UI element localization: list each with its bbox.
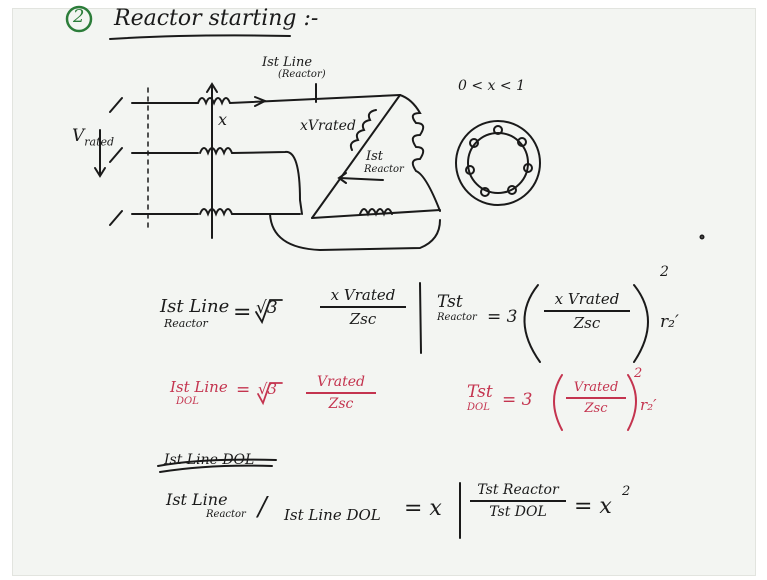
ist-note: Reactor [364,164,404,175]
eq2-fraction: x Vrated Zsc [544,290,630,332]
line-arrow [254,96,268,107]
reactor-coil-1 [197,97,231,106]
eq3-lhs-sub: DOL [176,396,199,407]
eq1-lhs-sub: Reactor [164,317,208,330]
eq4-den: Zsc [584,401,608,416]
eq4-exponent: 2 [634,366,643,381]
eq3-lhs-main: Ist Line [170,378,228,396]
eq1-equals: = [233,300,252,325]
rotor-slot [507,185,517,195]
eq1-num: x Vrated [330,286,396,304]
x-label: x [218,110,228,129]
x-vrated-label: xVrated [300,118,356,134]
eq2-lhs-main: Tst [437,292,463,312]
eq5-equals: = x [404,496,442,521]
eq1-lhs-main: Ist Line [160,296,230,317]
rotor-slot [480,187,490,197]
eq2-num: x Vrated [554,290,620,308]
eq2-lhs: Tst Reactor [437,292,477,323]
delta-right-coil [399,94,441,212]
eq4-paren-right [627,374,637,431]
switch-line-3 [109,210,199,226]
rotor-slot [523,163,533,173]
range-label: 0 < x < 1 [458,78,525,94]
eq2-frac-bar [544,310,630,312]
line-2 [231,151,303,215]
sqrt-1 [255,299,283,325]
eq1-frac-bar [320,306,406,308]
eq1-root: √3 [256,298,278,318]
switch-line-2 [109,147,199,163]
reactor-coil-2 [199,147,233,156]
section-number-circle [65,5,93,33]
eq5-rhs: Ist Line DOL [284,506,381,524]
rotor-slot [493,125,503,135]
eq4-equals: = 3 [502,390,533,410]
ist-label: Ist [366,149,384,164]
delta-bottom-coil [359,208,393,217]
eq1-lhs: Ist Line Reactor [160,296,229,330]
eq5-lhs: Ist Line Reactor [166,490,246,520]
eq3-root: √3 [258,380,278,398]
eq5-lhs-main: Ist Line [166,490,228,509]
ist-line-note: (Reactor) [278,69,326,80]
sqrt-2 [257,382,283,406]
eq3-fraction: Vrated Zsc [306,374,376,412]
delta-left-coil [349,109,377,151]
ist-arrow [337,172,384,184]
eq2-equals: = 3 [487,307,518,327]
marker-dot [699,234,705,240]
delta-left [311,94,401,219]
ist-line-label: Ist Line [262,55,313,70]
eq2-den: Zsc [573,314,601,332]
title-underline [109,34,291,40]
eq6-fraction: Tst Reactor Tst DOL [470,482,566,520]
rotor-outer [455,120,541,206]
eq6-den: Tst DOL [489,504,547,520]
eq3-frac-bar [306,392,376,394]
v-arrow [94,129,106,178]
eq5-slash: / [258,492,267,522]
eq6-equals: = x [574,494,612,519]
eq4-num: Vrated [573,380,619,395]
eq5-struck: Ist Line DOL [164,452,255,468]
eq4-lhs: Tst DOL [467,382,493,413]
eq3-equals: = [236,380,251,400]
reactor-coil-3 [199,208,233,217]
reactor-gang-arrow [206,82,218,239]
eq4-frac-bar [566,397,626,399]
eq2-tail: r₂′ [660,312,679,332]
page-title: Reactor starting :- [114,6,319,31]
eq4-lhs-main: Tst [467,382,493,402]
v-sub: rated [84,135,115,149]
strike-line [157,458,277,473]
switch-line-1 [109,97,199,113]
v-label: Vrated [72,126,115,149]
eq4-lhs-sub: DOL [467,402,490,413]
eq1-den: Zsc [349,310,377,328]
eq2-exponent: 2 [660,264,669,280]
divider-1 [419,282,422,354]
eq1-fraction: x Vrated Zsc [320,286,406,328]
eq6-num: Tst Reactor [477,482,559,498]
eq2-lhs-sub: Reactor [437,312,477,323]
section-number: 2 [73,6,85,27]
eq6-frac-bar [470,500,566,502]
eq4-fraction: Vrated Zsc [566,380,626,416]
rotor-slot [465,165,475,175]
eq4-paren-left [553,374,563,431]
rotor-slot [517,137,527,147]
eq6-exponent: 2 [622,484,631,499]
rotor-slot [469,138,479,148]
eq2-paren-right [633,284,649,363]
eq5-lhs-sub: Reactor [206,509,246,520]
eq3-den: Zsc [328,396,354,412]
eq3-num: Vrated [316,374,366,390]
loop-bottom [269,213,441,252]
eq3-lhs: Ist Line DOL [170,378,228,407]
eq4-tail: r₂′ [640,396,657,414]
eq2-paren-left [523,284,541,363]
